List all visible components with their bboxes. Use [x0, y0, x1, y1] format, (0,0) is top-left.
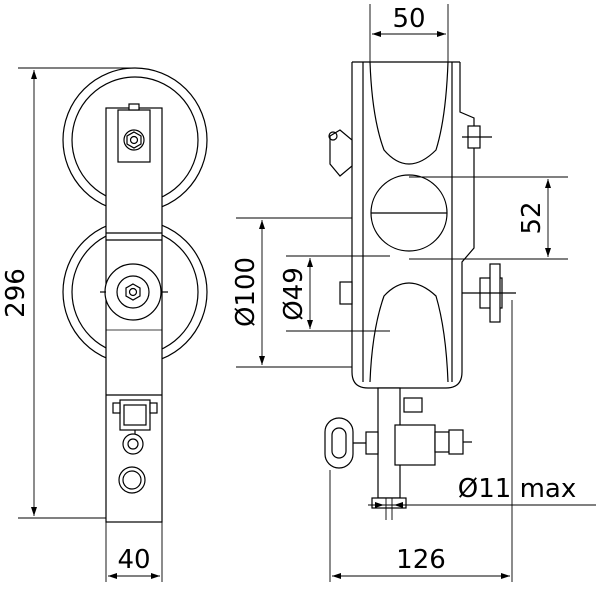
dim-overall-height: 296 [1, 268, 31, 318]
upper-sheave-groove [369, 61, 449, 165]
clamp-jaw [394, 424, 436, 466]
dim-groove-diameter: Ø49 [279, 267, 309, 321]
dim-frame-width: 40 [117, 545, 150, 575]
clamp-nut-side [448, 429, 464, 455]
dim-roller-spacing: 52 [517, 201, 547, 234]
front-dimensions [18, 67, 163, 582]
lower-sheave-groove [369, 282, 449, 383]
dim-cable-max: Ø11 max [458, 474, 576, 504]
dim-outer-diameter: Ø100 [231, 257, 261, 327]
side-view [324, 61, 516, 509]
dim-sheave-width: 50 [392, 4, 425, 34]
top-bracket [117, 109, 151, 163]
side-bracket [329, 129, 353, 177]
clamp-nut [122, 433, 144, 455]
side-dimensions [236, 4, 596, 582]
eye-bolt [324, 417, 354, 469]
front-view [62, 67, 208, 523]
dim-overall-width: 126 [396, 545, 446, 575]
